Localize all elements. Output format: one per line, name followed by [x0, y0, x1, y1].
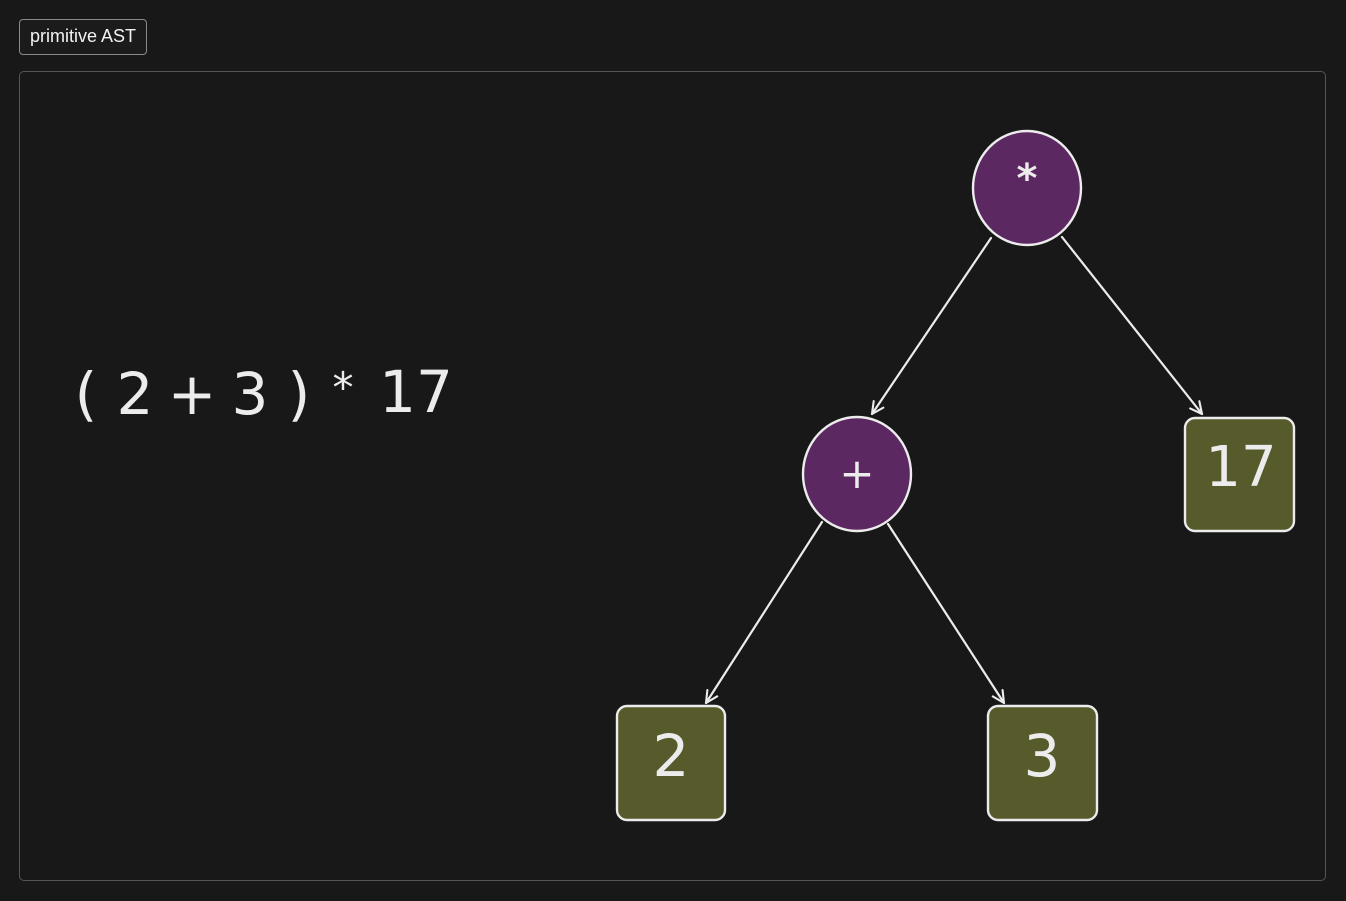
edge-add-to-lit-3 — [886, 522, 1006, 705]
tree-edges — [704, 235, 1204, 705]
expr-token-17: 17 — [379, 358, 453, 426]
edge-mul-to-lit-17 — [1060, 235, 1204, 416]
literal-node-17[interactable]: 17 — [1183, 416, 1296, 533]
expr-token-3: 3 — [232, 360, 269, 428]
literal-node-3-label: 3 — [1024, 722, 1061, 790]
literal-node-17-shape — [1183, 416, 1296, 533]
edge-mul-to-add — [870, 236, 993, 416]
operator-node-mul[interactable]: * — [971, 129, 1083, 247]
operator-node-mul-shape — [971, 129, 1083, 247]
frame-label[interactable]: primitive AST — [19, 19, 148, 55]
literal-node-2[interactable]: 2 — [615, 704, 727, 822]
expr-token-2: 2 — [117, 360, 154, 428]
expr-token-open-paren: ( — [75, 360, 98, 428]
expr-token-plus: + — [168, 360, 217, 428]
literal-node-17-label: 17 — [1205, 435, 1276, 500]
literal-node-3-shape — [986, 704, 1099, 822]
operator-node-add[interactable]: + — [801, 415, 913, 533]
expr-token-times: * — [333, 363, 354, 412]
operator-node-add-shape — [801, 415, 913, 533]
edge-add-to-lit-2 — [704, 520, 824, 705]
literal-node-3[interactable]: 3 — [986, 704, 1099, 822]
operator-node-mul-label: * — [1017, 156, 1038, 202]
expression: ( 2 + 3 ) * 17 — [75, 358, 453, 428]
expr-token-close-paren: ) — [288, 360, 311, 428]
operator-node-add-label: + — [839, 449, 874, 498]
literal-node-2-label: 2 — [653, 722, 690, 790]
literal-node-2-shape — [615, 704, 727, 822]
